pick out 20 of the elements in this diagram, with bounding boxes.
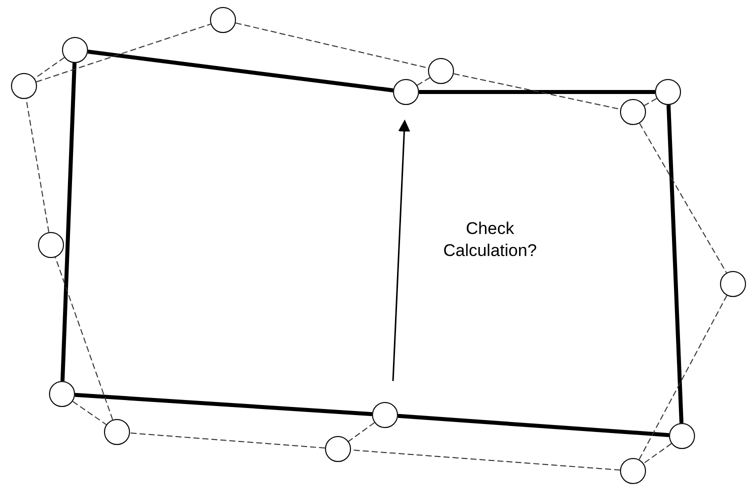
dashed-line (638, 294, 728, 460)
dashed-line (129, 432, 326, 448)
dashed-line (72, 400, 107, 426)
dashed-line (453, 73, 621, 110)
dashed-line (54, 256, 114, 420)
dashed-line (348, 422, 375, 442)
thick-line (60, 62, 76, 382)
dashed-line (639, 122, 727, 274)
dashed-line (34, 57, 65, 79)
dashed-line (643, 443, 672, 464)
thick-line (419, 90, 655, 94)
thick-line (74, 392, 372, 416)
thick-line (398, 414, 670, 438)
thick-line (88, 50, 394, 92)
dashed-line (416, 77, 430, 86)
thick-line (666, 104, 684, 424)
note-text: Check Calculation? (442, 218, 538, 262)
dashed-line (644, 98, 658, 106)
dashed-line (36, 24, 212, 82)
arrow (392, 119, 410, 382)
